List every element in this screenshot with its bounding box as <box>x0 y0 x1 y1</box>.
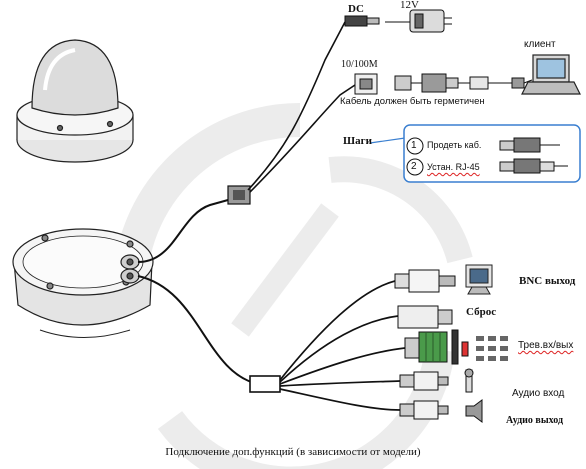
bnc-label: BNC выход <box>519 275 576 287</box>
breakout-cables <box>279 280 406 411</box>
monitor-icon <box>465 264 493 295</box>
steps-callout <box>369 124 581 183</box>
steps-label: Шаги <box>343 135 372 147</box>
rj45-jack <box>354 73 378 95</box>
step1-text: Продеть каб. <box>427 140 482 150</box>
power-network-cables <box>247 21 356 193</box>
audio-in-connector <box>399 368 474 393</box>
diagram-caption: Подключение доп.функций (в зависимости о… <box>165 446 421 458</box>
top-cable-junction <box>227 185 251 205</box>
bnc-connector <box>394 269 456 293</box>
bottom-cable-hub <box>249 375 281 393</box>
audio-out-label: Аудио выход <box>506 415 564 426</box>
voltage-label: 12V <box>400 0 419 11</box>
step2-text: Устан. RJ-45 <box>427 162 480 172</box>
step2-number: 2 <box>411 161 417 172</box>
reset-label: Сброс <box>466 306 497 318</box>
step1-number: 1 <box>411 140 417 151</box>
network-speed-label: 10/100M <box>341 59 378 70</box>
camera-base-illustration <box>12 228 154 338</box>
dc-plug <box>344 15 380 27</box>
client-label: клиент <box>524 39 556 50</box>
laptop-icon <box>521 54 581 95</box>
main-cables <box>137 199 259 385</box>
dc-label: DC <box>348 3 364 15</box>
cable-note-label: Кабель должен быть герметичен <box>340 96 485 107</box>
audio-in-label: Аудио вход <box>512 388 565 399</box>
power-adapter <box>385 9 452 33</box>
network-cable-chain <box>394 73 533 93</box>
audio-out-connector <box>399 399 483 423</box>
alarm-terminal-block <box>404 329 508 365</box>
reset-connector <box>397 305 453 329</box>
dome-camera-illustration <box>16 39 134 163</box>
alarm-label: Трев.вх/вых <box>518 340 574 351</box>
